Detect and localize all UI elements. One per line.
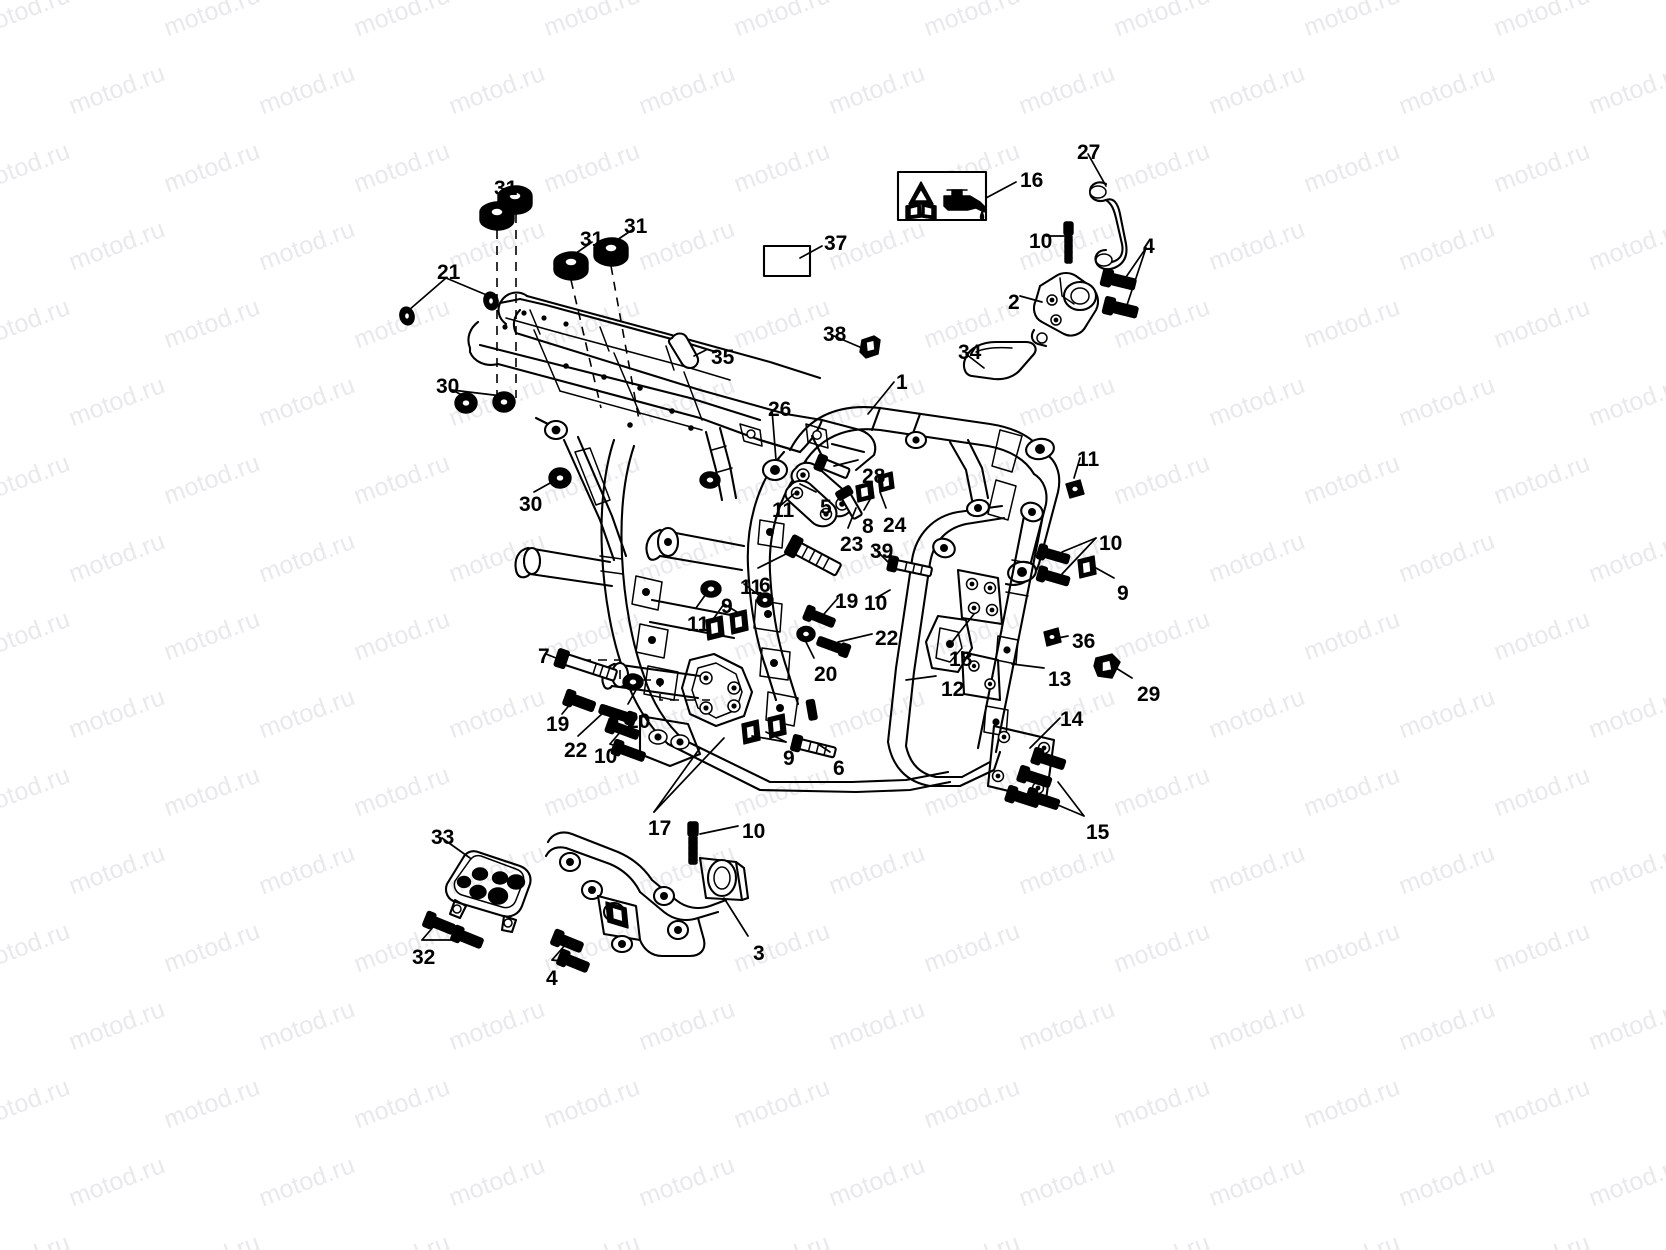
callout-20: 20 [627,710,651,733]
callout-7: 7 [538,645,550,668]
callout-32: 32 [412,946,436,969]
callout-19: 19 [835,590,859,613]
callout-18: 18 [949,648,973,671]
callout-34: 34 [958,341,982,364]
main-frame-backbone [788,406,1061,586]
leader-lines [408,153,1147,963]
cable-27 [1088,181,1128,271]
label-37 [762,244,812,278]
callout-22: 22 [564,739,588,762]
bolt-10-footrest [687,821,699,865]
callout-14: 14 [1060,708,1084,731]
callout-30: 30 [436,375,460,398]
left-cradle [514,438,952,794]
grommets-dampers [399,185,700,489]
callout-31: 31 [494,177,518,200]
grommet-31-c [553,251,589,281]
callout-39: 39 [870,540,894,563]
callout-4: 4 [546,967,558,990]
callout-26: 26 [768,398,792,421]
callout-13: 13 [1048,668,1072,691]
callout-28: 28 [862,465,886,488]
clip-38 [859,335,881,359]
cover-34 [962,340,1037,381]
callout-3: 3 [753,942,765,965]
callout-6: 6 [833,757,845,780]
callout-11: 11 [772,499,795,522]
grommet-31-d [593,237,629,267]
callout-9: 9 [1117,582,1129,605]
callout-22: 22 [875,627,899,650]
callout-24: 24 [883,514,907,537]
callout-38: 38 [823,323,847,346]
callout-23: 23 [840,533,864,556]
callout-5: 5 [820,496,832,519]
callout-30: 30 [519,493,543,516]
callout-10: 10 [864,592,888,615]
callout-6: 6 [759,574,771,597]
callout-2: 2 [1008,291,1020,314]
callout-11: 11 [687,613,710,636]
callout-11: 11 [740,576,763,599]
footrest-bracket-3 [544,821,750,973]
bolt-10-vertical [1063,221,1074,264]
callout-15: 15 [1086,821,1110,844]
callout-19: 19 [546,713,570,736]
callout-4: 4 [1143,235,1155,258]
callout-36: 36 [1072,630,1096,653]
callout-20: 20 [814,663,838,686]
callout-33: 33 [431,826,455,849]
callout-31: 31 [624,215,648,238]
callout-9: 9 [783,747,795,770]
callout-37: 37 [824,232,848,255]
right-cradle [886,438,1044,788]
callout-12: 12 [941,678,965,701]
callout-35: 35 [711,346,735,369]
callout-1: 1 [896,371,908,394]
linkage-parts [784,453,895,528]
callout-9: 9 [721,595,733,618]
callout-10: 10 [742,820,766,843]
callout-27: 27 [1077,141,1101,164]
callout-17: 17 [648,817,672,840]
plate-14 [986,724,1067,810]
callout-11: 11 [1077,448,1100,471]
callout-29: 29 [1137,683,1161,706]
grommet-31-b [497,185,533,215]
bracket-2 [1030,221,1139,348]
hardware-cluster-center [700,479,1121,759]
callout-31: 31 [580,228,604,251]
front-downtube-26 [746,450,808,727]
warning-label-16 [896,170,988,222]
callout-21: 21 [437,261,461,284]
callout-8: 8 [862,515,874,538]
callout-10: 10 [594,745,618,768]
callout-16: 16 [1020,169,1044,192]
callout-10: 10 [1029,230,1053,253]
rear-subframe [467,291,877,562]
footrest-plate-33 [422,850,532,949]
callout-10: 10 [1099,532,1123,555]
